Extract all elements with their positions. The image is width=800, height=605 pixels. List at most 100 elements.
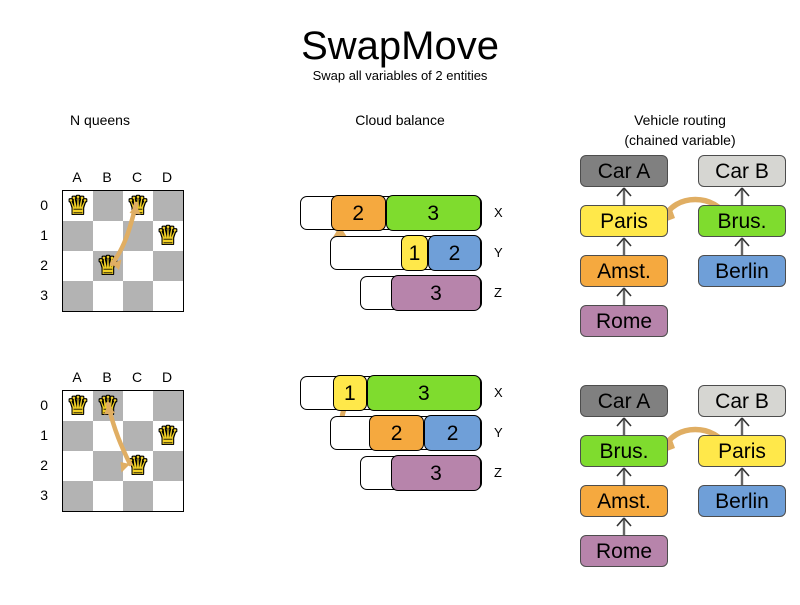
chess-cell-D1[interactable]: ♛	[153, 421, 183, 451]
file-label: C	[131, 369, 143, 385]
computer-label-x: X	[494, 385, 503, 400]
vehicle-car-a[interactable]: Car A	[580, 155, 668, 187]
page-title: SwapMove	[301, 24, 499, 68]
customer-box[interactable]: Brus.	[580, 435, 668, 467]
rank-label: 1	[40, 427, 48, 443]
customer-box[interactable]: Rome	[580, 305, 668, 337]
process-block[interactable]: 3	[391, 275, 481, 311]
chess-cell-B1[interactable]	[93, 221, 123, 251]
chess-grid[interactable]: ♛♛♛♛	[62, 190, 184, 312]
computer-capacity-bar[interactable]: 3	[360, 455, 482, 491]
rank-label: 0	[40, 397, 48, 413]
chess-cell-D3[interactable]	[153, 281, 183, 311]
customer-box[interactable]: Amst.	[580, 485, 668, 517]
customer-box[interactable]: Amst.	[580, 255, 668, 287]
chess-cell-A0[interactable]: ♛	[63, 191, 93, 221]
section-heading-vehicle-routing: Vehicle routing (chained variable)	[580, 110, 780, 150]
chess-cell-A2[interactable]	[63, 251, 93, 281]
vehicle-heading-line1: Vehicle routing	[634, 112, 726, 128]
queen-icon[interactable]: ♛	[126, 191, 150, 220]
chess-cell-C2[interactable]: ♛	[123, 451, 153, 481]
rank-label: 2	[40, 257, 48, 273]
page-subtitle: Swap all variables of 2 entities	[312, 68, 488, 83]
process-block[interactable]: 3	[366, 375, 481, 411]
customer-box[interactable]: Rome	[580, 535, 668, 567]
chess-cell-C0[interactable]	[123, 391, 153, 421]
chess-cell-C1[interactable]	[123, 421, 153, 451]
computer-label-z: Z	[494, 465, 502, 480]
process-block[interactable]: 3	[391, 455, 481, 491]
process-block[interactable]: 1	[333, 375, 367, 411]
computer-label-x: X	[494, 205, 503, 220]
chess-cell-A0[interactable]: ♛	[63, 391, 93, 421]
queen-icon[interactable]: ♛	[126, 451, 150, 480]
chess-cell-C0[interactable]: ♛	[123, 191, 153, 221]
chess-cell-B3[interactable]	[93, 481, 123, 511]
chess-cell-D2[interactable]	[153, 251, 183, 281]
chain-link-arrow-icon	[616, 187, 632, 205]
chess-cell-D0[interactable]	[153, 391, 183, 421]
rank-label: 2	[40, 457, 48, 473]
vehicle-car-b[interactable]: Car B	[698, 385, 786, 417]
chain-link-arrow-icon	[734, 417, 750, 435]
chess-cell-C2[interactable]	[123, 251, 153, 281]
queen-icon[interactable]: ♛	[66, 191, 90, 220]
process-block[interactable]: 2	[427, 235, 481, 271]
chess-cell-D1[interactable]: ♛	[153, 221, 183, 251]
chess-cell-B2[interactable]	[93, 451, 123, 481]
file-label: D	[161, 169, 173, 185]
chess-cell-A1[interactable]	[63, 421, 93, 451]
chess-cell-D2[interactable]	[153, 451, 183, 481]
queen-icon[interactable]: ♛	[156, 221, 180, 250]
chess-cell-A2[interactable]	[63, 451, 93, 481]
process-block[interactable]: 2	[424, 415, 481, 451]
chess-cell-C3[interactable]	[123, 281, 153, 311]
process-block[interactable]: 2	[369, 415, 425, 451]
queen-icon[interactable]: ♛	[96, 251, 120, 280]
cloud-row-z: 3	[360, 275, 482, 311]
capacity-free-space	[361, 457, 391, 489]
cloud-row-z: 3	[360, 455, 482, 491]
computer-label-y: Y	[494, 425, 503, 440]
file-label: D	[161, 369, 173, 385]
process-block[interactable]: 2	[331, 195, 386, 231]
file-labels: A B C D	[62, 168, 182, 188]
customer-box[interactable]: Berlin	[698, 255, 786, 287]
chess-cell-B3[interactable]	[93, 281, 123, 311]
queen-icon[interactable]: ♛	[66, 391, 90, 420]
process-block[interactable]: 1	[401, 235, 428, 271]
process-block[interactable]: 3	[385, 195, 481, 231]
chess-grid[interactable]: ♛♛♛♛	[62, 390, 184, 512]
customer-box[interactable]: Paris	[698, 435, 786, 467]
chess-cell-B2[interactable]: ♛	[93, 251, 123, 281]
chess-cell-D3[interactable]	[153, 481, 183, 511]
chess-cell-A3[interactable]	[63, 281, 93, 311]
customer-box[interactable]: Paris	[580, 205, 668, 237]
chess-cell-A3[interactable]	[63, 481, 93, 511]
chess-cell-B1[interactable]	[93, 421, 123, 451]
computer-capacity-bar[interactable]: 3	[360, 275, 482, 311]
customer-box[interactable]: Brus.	[698, 205, 786, 237]
queen-icon[interactable]: ♛	[96, 391, 120, 420]
chess-cell-C3[interactable]	[123, 481, 153, 511]
vehicle-car-a[interactable]: Car A	[580, 385, 668, 417]
capacity-free-space	[361, 277, 391, 309]
chess-cell-B0[interactable]	[93, 191, 123, 221]
chess-cell-D0[interactable]	[153, 191, 183, 221]
chain-link-arrow-icon	[616, 287, 632, 305]
queen-icon[interactable]: ♛	[156, 421, 180, 450]
chess-cell-A1[interactable]	[63, 221, 93, 251]
customer-box[interactable]: Berlin	[698, 485, 786, 517]
chess-cell-B0[interactable]: ♛	[93, 391, 123, 421]
computer-label-y: Y	[494, 245, 503, 260]
chess-cell-C1[interactable]	[123, 221, 153, 251]
vehicle-car-b[interactable]: Car B	[698, 155, 786, 187]
